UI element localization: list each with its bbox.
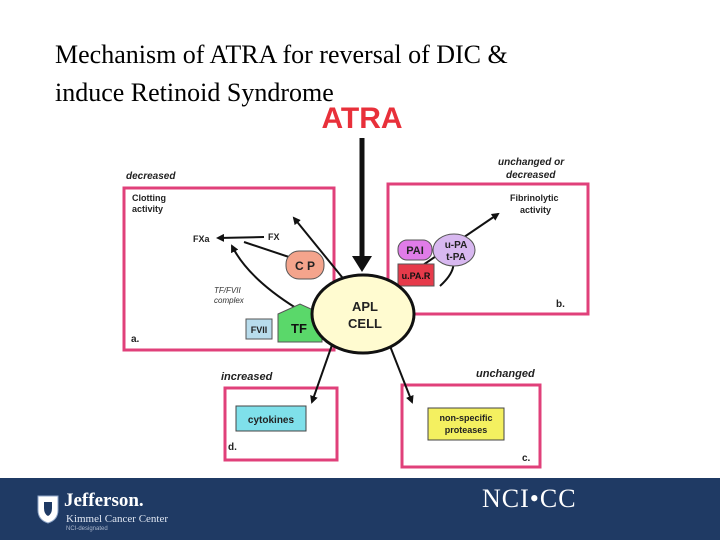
fibrinolytic-heading-line-1: Fibrinolytic	[510, 193, 559, 203]
atra-label: ATRA	[321, 102, 402, 135]
panel-d-status: increased	[221, 371, 273, 383]
proteases-node	[427, 407, 505, 441]
jefferson-shield-icon	[37, 495, 59, 524]
apl-cell-label-line-2: CELL	[348, 316, 382, 331]
arrow-to-clotting	[292, 216, 347, 283]
proteases-label-line-2: proteases	[445, 425, 488, 435]
proteases-label-line-1: non-specific	[439, 413, 492, 423]
clotting-heading-line-1: Clotting	[132, 193, 166, 203]
pai-label: PAI	[406, 245, 424, 257]
upar-node	[397, 263, 435, 287]
panel-b-status-line-2: decreased	[506, 170, 556, 181]
fx-to-fxa-arrow	[216, 233, 265, 242]
fxa-label: FXa	[193, 234, 211, 244]
tf-complex-arrow	[231, 244, 297, 309]
panel-b-frame	[386, 182, 590, 316]
complex-label-line-1: TF/FVII	[214, 286, 241, 295]
clotting-heading-line-2: activity	[132, 204, 163, 214]
fvii-node	[245, 318, 273, 340]
jefferson-wordmark: Jefferson.	[64, 490, 144, 511]
nci-cc-logo: NCI•CC	[482, 484, 577, 513]
jefferson-note: NCI-designated	[66, 526, 108, 532]
panel-d-id: d.	[228, 442, 237, 453]
apl-cell-label-line-1: APL	[352, 299, 378, 314]
upa-label: u-PA	[445, 240, 468, 251]
panel-a-status: decreased	[126, 171, 176, 182]
panel-c-frame	[400, 383, 542, 469]
cp-node	[285, 250, 325, 280]
fvii-label: FVII	[251, 325, 268, 335]
slide-title-line-1: Mechanism of ATRA for reversal of DIC &	[55, 40, 508, 69]
cytokines-node	[235, 405, 307, 432]
panel-a-frame	[122, 186, 336, 352]
apl-cell	[310, 273, 416, 355]
panel-b-id: b.	[556, 299, 565, 310]
arrow-to-cytokines	[310, 344, 333, 404]
upar-label: u.PA.R	[402, 271, 431, 281]
cytokines-label: cytokines	[248, 415, 295, 426]
panel-c-id: c.	[522, 453, 531, 464]
cp-label: C P	[295, 259, 315, 273]
panel-a-id: a.	[131, 334, 140, 345]
panel-d-frame	[223, 386, 339, 462]
panel-b-status-line-1: unchanged or	[498, 157, 565, 168]
jefferson-subtitle: Kimmel Cancer Center	[66, 513, 169, 525]
slide-title: Mechanism of ATRA for reversal of DIC & …	[55, 36, 695, 112]
fx-label: FX	[268, 232, 280, 242]
complex-label-line-2: complex	[214, 296, 245, 305]
atra-mechanism-diagram: ATRA decreased Clotting activity FXa FX …	[122, 102, 590, 469]
tf-label: TF	[291, 321, 307, 336]
upa-tpa-node	[432, 233, 476, 267]
slide-title-line-2: induce Retinoid Syndrome	[55, 78, 334, 107]
footer-bar	[0, 478, 720, 540]
tpa-label: t-PA	[446, 252, 466, 263]
fibrinolytic-heading-line-2: activity	[520, 205, 551, 215]
arrow-to-proteases	[389, 345, 414, 404]
panel-c-status: unchanged	[476, 368, 535, 380]
cp-to-fx-line	[243, 241, 293, 259]
atra-arrow-head	[352, 256, 372, 272]
pai-node	[397, 239, 433, 261]
